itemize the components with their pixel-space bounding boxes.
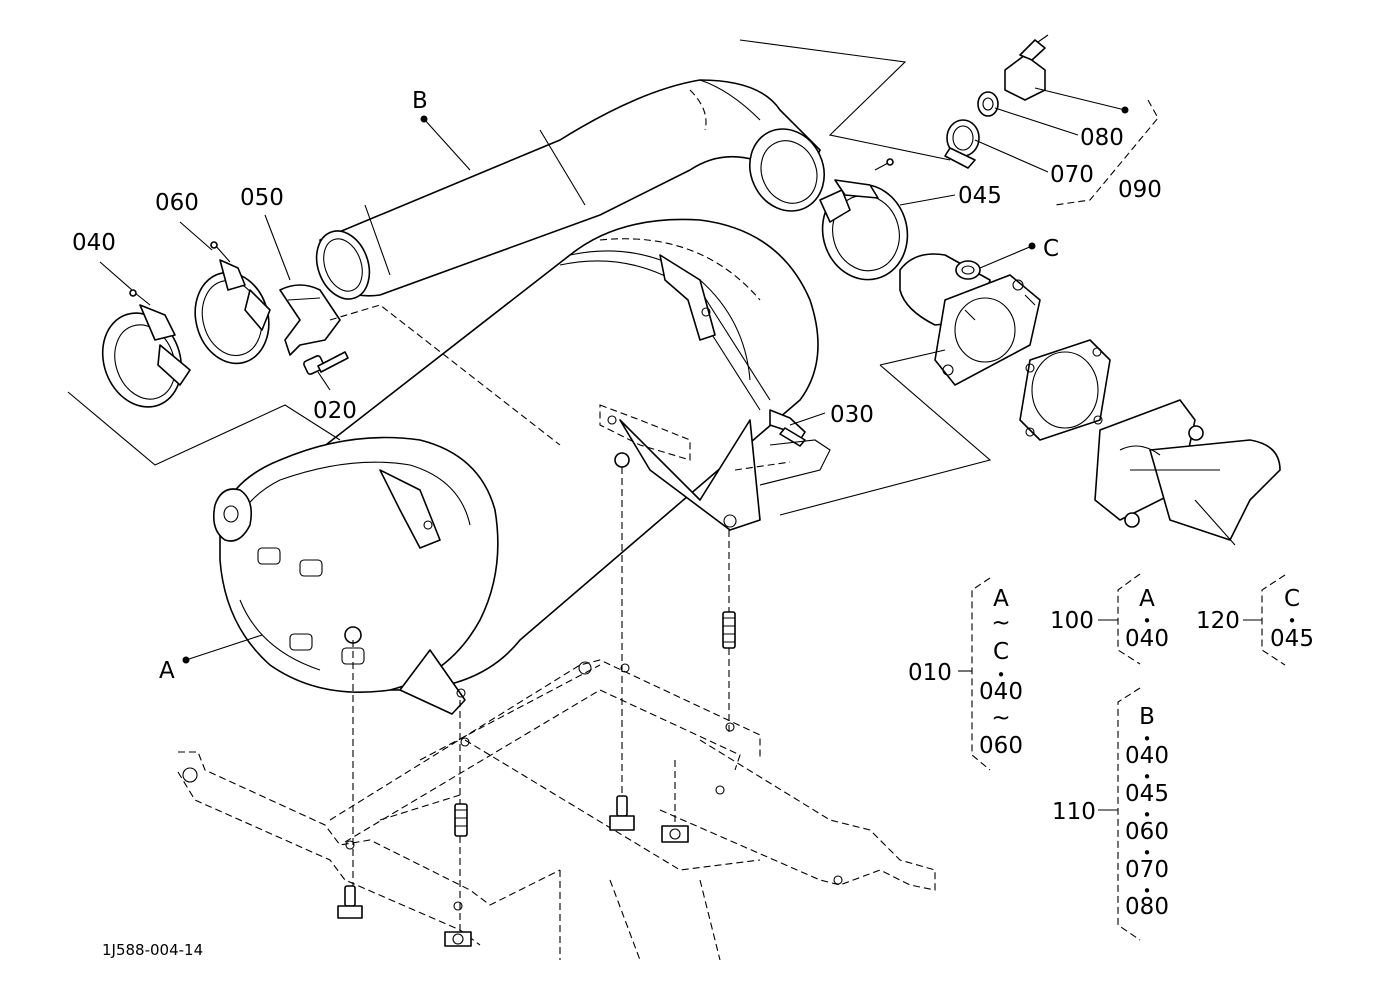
- kit-100-item: 040: [1125, 626, 1169, 652]
- leader-lines: [99, 87, 1159, 664]
- kit-120-item: C: [1284, 586, 1300, 612]
- kit-010-item: C: [993, 639, 1009, 665]
- label-020: 020: [313, 398, 357, 424]
- kit-010-item: ~: [991, 610, 1010, 636]
- kit-120-item: 045: [1270, 626, 1314, 652]
- assembly-planes: [67, 39, 992, 516]
- kit-110-item: B: [1139, 704, 1155, 730]
- kit-100-item: A: [1139, 586, 1155, 612]
- label-030: 030: [830, 402, 874, 428]
- kit-010-item: 040: [979, 679, 1023, 705]
- bracket-050: [279, 284, 341, 356]
- clamp-060: [194, 241, 271, 365]
- kit-brackets: [958, 573, 1286, 941]
- kit-100-item: •: [1143, 612, 1152, 630]
- label-b: B: [412, 88, 428, 114]
- kit-110-item: •: [1143, 806, 1152, 824]
- label-010: 010: [908, 660, 952, 686]
- kit-110-item: 060: [1125, 819, 1169, 845]
- kit-110-item: 080: [1125, 894, 1169, 920]
- kit-010-list: A ~ C • 040 ~ 060: [979, 586, 1023, 759]
- kit-100-list: A • 040: [1125, 586, 1169, 652]
- label-045: 045: [958, 183, 1002, 209]
- label-040: 040: [72, 230, 116, 256]
- label-060: 060: [155, 190, 199, 216]
- clamp-045: [819, 158, 909, 281]
- muffler-body: [212, 218, 819, 715]
- label-050: 050: [240, 185, 284, 211]
- label-070: 070: [1050, 162, 1094, 188]
- kit-110-item: 040: [1125, 743, 1169, 769]
- label-c: C: [1043, 236, 1059, 262]
- outlet-pipe-c: [899, 253, 1281, 546]
- fasteners: [337, 409, 806, 947]
- kit-120-item: •: [1288, 612, 1297, 630]
- figure-code: 1J588-004-14: [102, 941, 203, 959]
- part-labels: B C A 040 060 050 020 030 045 080 070 09…: [72, 88, 1314, 959]
- label-080: 080: [1080, 125, 1124, 151]
- kit-110-item: •: [1143, 730, 1152, 748]
- clamp-040: [101, 289, 191, 408]
- kit-110-item: •: [1143, 844, 1152, 862]
- kit-110-item: 045: [1125, 781, 1169, 807]
- kit-010-item: •: [997, 666, 1006, 684]
- kit-010-item: 060: [979, 733, 1023, 759]
- kit-010-item: ~: [991, 705, 1010, 731]
- bolt-020: [303, 351, 349, 375]
- kit-120-list: C • 045: [1270, 586, 1314, 652]
- tail-pipe-b: [315, 79, 825, 300]
- kit-110-item: 070: [1125, 857, 1169, 883]
- sensor-assembly: [944, 34, 1049, 169]
- kit-010-item: A: [993, 586, 1009, 612]
- mounting-frame: [177, 659, 936, 961]
- label-090: 090: [1118, 177, 1162, 203]
- label-100: 100: [1050, 608, 1094, 634]
- kit-110-list: B • 040 • 045 • 060 • 070 • 080: [1125, 704, 1169, 920]
- label-a: A: [159, 658, 175, 684]
- kit-110-item: •: [1143, 768, 1152, 786]
- label-120: 120: [1196, 608, 1240, 634]
- kit-110-item: •: [1143, 882, 1152, 900]
- label-110: 110: [1052, 799, 1096, 825]
